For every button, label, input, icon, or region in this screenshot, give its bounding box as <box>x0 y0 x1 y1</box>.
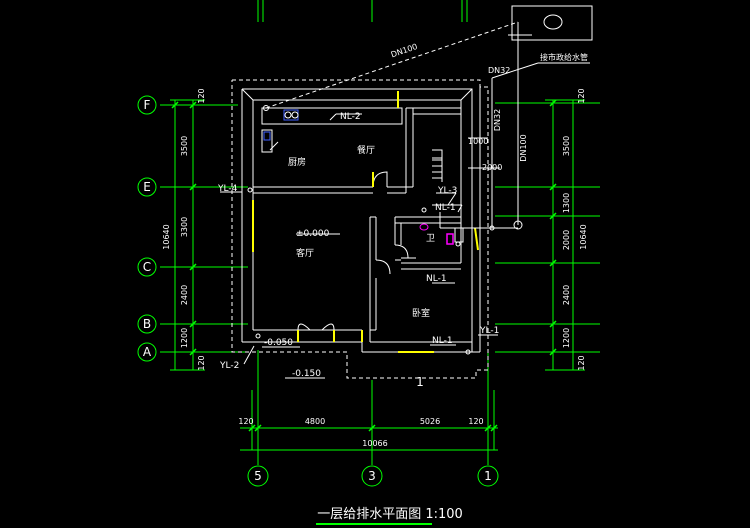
axis-row-e: E <box>143 180 151 194</box>
dim-bottom-120-left: 120 <box>238 417 253 426</box>
dim-left-total: 10640 <box>162 224 171 249</box>
walls <box>241 87 481 353</box>
dim-left-120-top: 120 <box>197 88 206 103</box>
label-yl2: YL-2 <box>219 361 239 371</box>
dim-right-1300: 1300 <box>562 193 571 213</box>
dim-right-1200: 1200 <box>562 328 571 348</box>
pipes <box>220 21 590 386</box>
label-bedroom: 卧室 <box>412 307 430 319</box>
label-municipal: 接市政给水管 <box>540 52 588 62</box>
dim-left-3300: 3300 <box>180 217 189 237</box>
grid-lines <box>137 0 600 487</box>
axis-row-f: F <box>144 98 151 112</box>
label-dim-1000: 1000 <box>468 137 488 146</box>
label-nl1-a: NL-1 <box>435 203 456 213</box>
dim-right-120-bottom: 120 <box>577 355 586 370</box>
right-dimensions: 120 3500 1300 2000 2400 1200 120 10640 <box>562 88 588 370</box>
dim-right-2400: 2400 <box>562 285 571 305</box>
label-yl1: YL-1 <box>479 326 499 336</box>
drawing-title-text: 一层给排水平面图 1:100 <box>317 507 463 522</box>
windows <box>252 91 479 353</box>
label-nl1-b: NL-1 <box>426 274 447 284</box>
label-nl2: NL-2 <box>340 112 361 122</box>
dim-left-3500: 3500 <box>180 136 189 156</box>
annotations: DN100 DN32 DN32 DN100 接市政给水管 NL-2 YL-4 厨… <box>217 42 588 389</box>
label-dim-2000: 2000 <box>482 163 502 172</box>
label-elev-050: -0.050 <box>264 338 293 348</box>
dim-right-120-top: 120 <box>577 88 586 103</box>
dim-bottom-120-right: 120 <box>468 417 483 426</box>
dim-left-120-bottom: 120 <box>197 355 206 370</box>
label-toilet: 卫 <box>426 234 435 244</box>
dim-left-1200: 1200 <box>180 328 189 348</box>
label-yl3: YL-3 <box>437 186 457 196</box>
dim-bottom-total: 10066 <box>362 439 387 448</box>
dim-right-2000: 2000 <box>562 230 571 250</box>
axis-labels: F E C B A 5 3 1 <box>143 98 492 483</box>
label-elev-150: -0.150 <box>292 369 321 379</box>
label-dining: 餐厅 <box>357 144 375 156</box>
label-elev-main: ±0.000 <box>296 229 330 239</box>
axis-row-b: B <box>143 317 151 331</box>
label-yl4: YL-4 <box>217 184 238 194</box>
label-dn100-vert: DN100 <box>519 134 528 161</box>
dashed-outline <box>231 79 489 379</box>
label-section-mark: 1 <box>416 375 424 389</box>
fixtures <box>263 109 454 245</box>
label-nl1-c: NL-1 <box>432 336 453 346</box>
dim-bottom-4800: 4800 <box>305 417 325 426</box>
axis-col-3: 3 <box>368 469 376 483</box>
drawing-title: 一层给排水平面图 1:100 <box>316 507 463 525</box>
axis-row-a: A <box>143 345 152 359</box>
axis-col-5: 5 <box>254 469 262 483</box>
municipal-box <box>511 5 593 41</box>
left-dimensions: 120 3500 3300 2400 1200 120 10640 <box>162 88 206 370</box>
dim-right-3500: 3500 <box>562 136 571 156</box>
label-dn32-vert: DN32 <box>493 109 502 131</box>
dim-bottom-5026: 5026 <box>420 417 440 426</box>
label-dn32-top: DN32 <box>488 66 510 75</box>
label-kitchen: 厨房 <box>288 156 306 168</box>
label-living: 客厅 <box>296 247 314 259</box>
dim-right-total: 10640 <box>579 224 588 249</box>
axis-col-1: 1 <box>484 469 492 483</box>
dim-left-2400: 2400 <box>180 285 189 305</box>
axis-row-c: C <box>143 260 151 274</box>
bottom-dimensions: 120 4800 5026 120 10066 <box>238 417 483 448</box>
